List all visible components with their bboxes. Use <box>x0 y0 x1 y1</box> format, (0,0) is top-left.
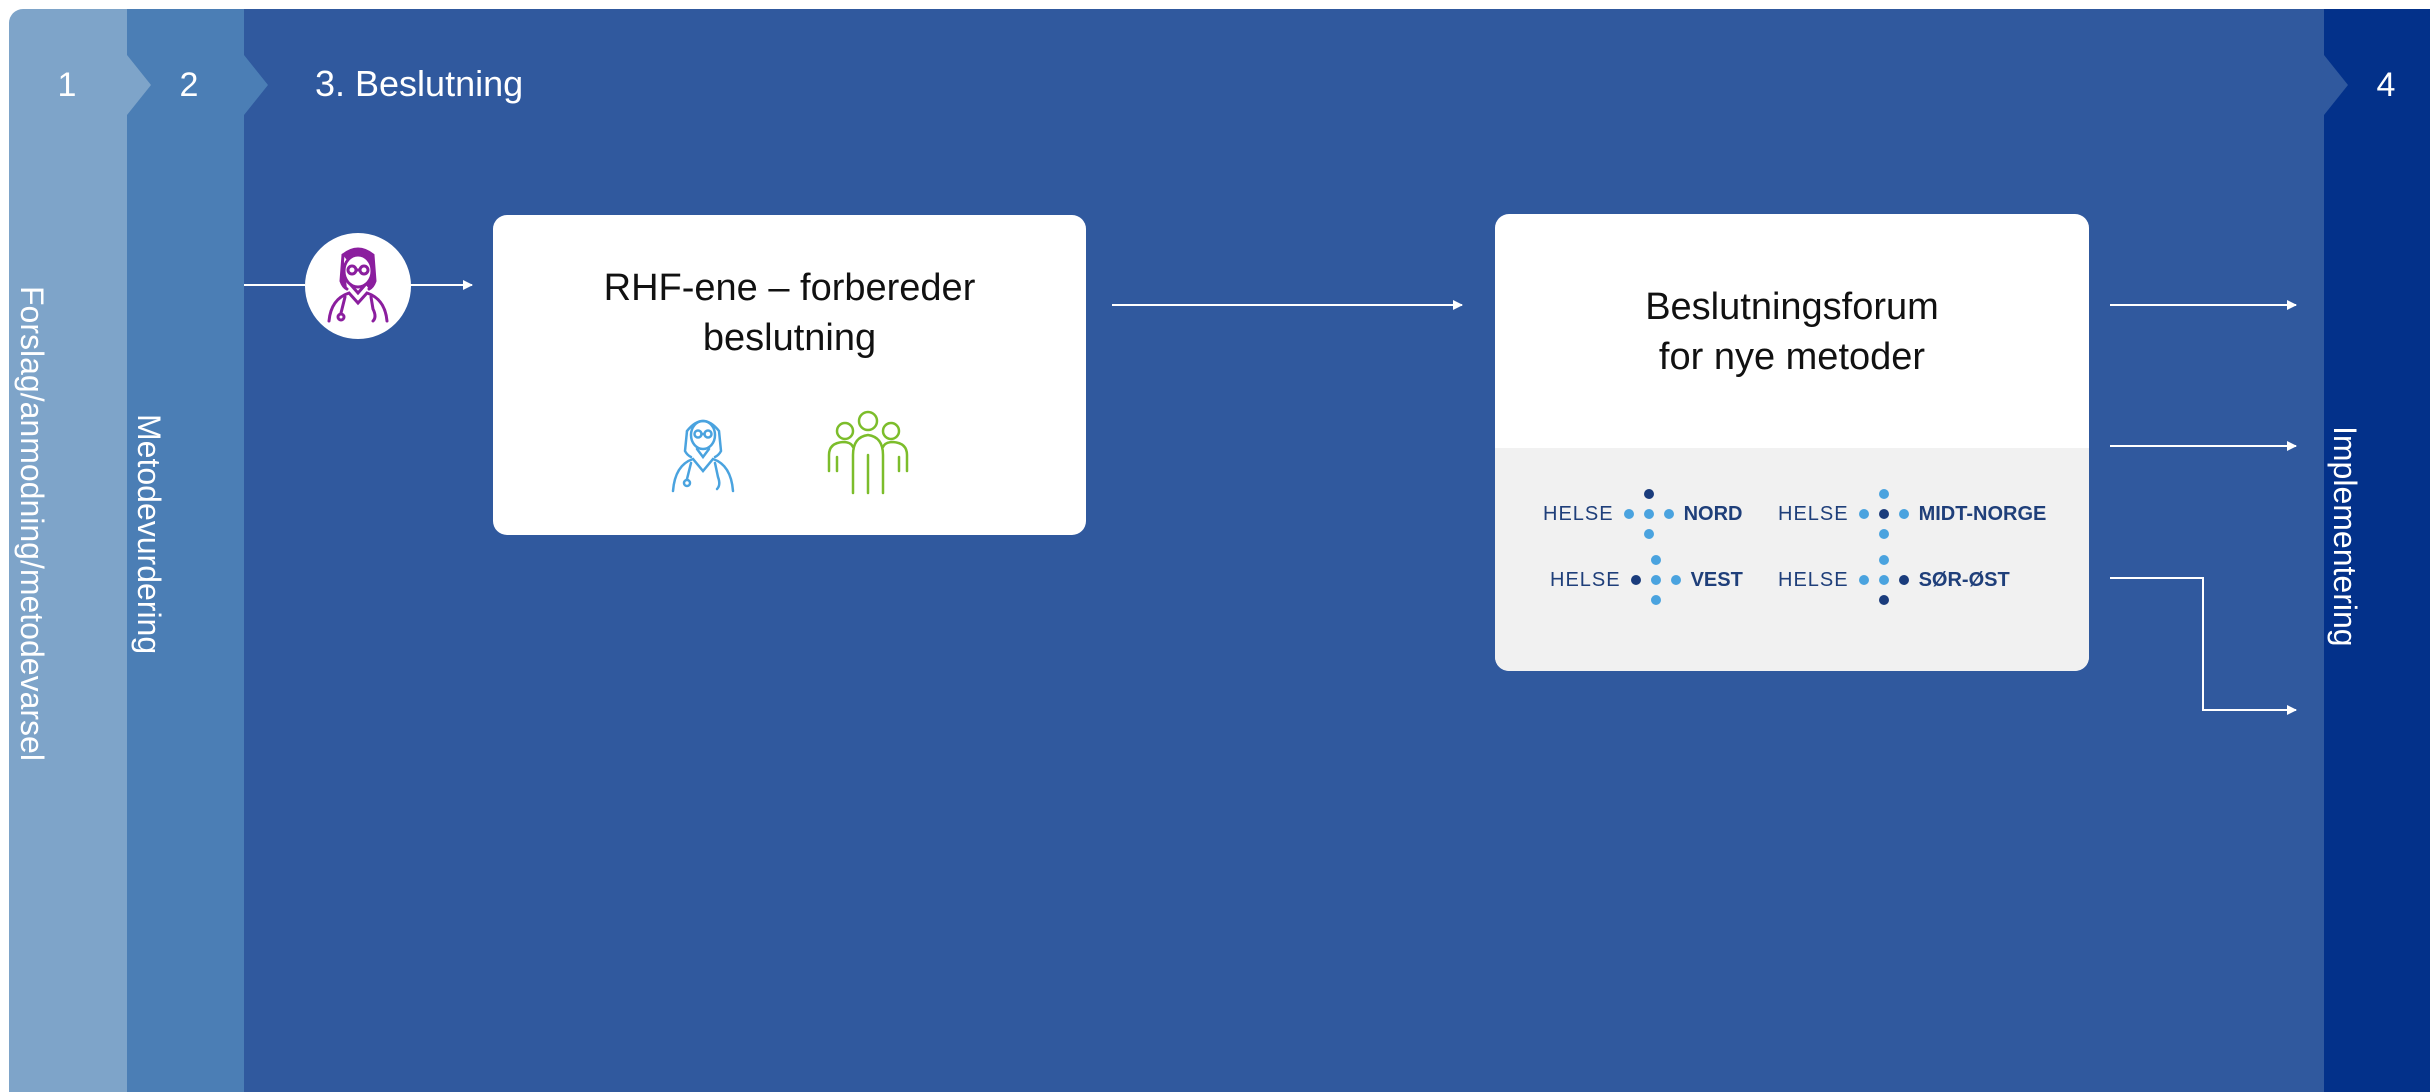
step-1-column <box>9 9 127 1092</box>
step-2-column <box>127 9 244 1092</box>
forum-card-title-line1: Beslutningsforum <box>1645 286 1939 328</box>
logo-prefix: HELSE <box>1778 502 1849 525</box>
logo-region: NORD <box>1683 502 1743 525</box>
group-icon <box>827 410 909 495</box>
rhf-card-title-line2: beslutning <box>702 317 877 359</box>
chevron-step-2 <box>244 55 268 115</box>
logo-region: MIDT-NORGE <box>1918 502 2047 525</box>
logo-helse-nord: HELSE NORD <box>1543 484 1742 544</box>
logo-prefix: HELSE <box>1550 568 1621 591</box>
logo-prefix: HELSE <box>1543 502 1614 525</box>
helse-cross-icon <box>1623 489 1674 539</box>
logo-helse-sor-ost: HELSE SØR-ØST <box>1778 550 2010 610</box>
helse-cross-icon <box>1858 555 1909 605</box>
rhf-card: RHF-ene – forbereder beslutning <box>493 215 1086 535</box>
doctor-icon <box>671 419 735 493</box>
step-4-number: 4 <box>2376 66 2396 104</box>
helse-cross-icon <box>1630 555 1681 605</box>
logo-region: SØR-ØST <box>1918 568 2010 591</box>
step-3-title: 3. Beslutning <box>315 63 524 104</box>
logo-region: VEST <box>1690 568 1743 591</box>
step-1-number: 1 <box>57 66 77 104</box>
helse-cross-icon <box>1858 489 1909 539</box>
chevron-step-3 <box>2324 55 2348 115</box>
forum-card: Beslutningsforum for nye metoder HELSE N… <box>1495 214 2089 671</box>
logo-helse-midt-norge: HELSE MIDT-NORGE <box>1778 484 2046 544</box>
forum-card-title-line2: for nye metoder <box>1658 336 1926 378</box>
arrow-forum-out-3 <box>2110 577 2297 715</box>
step-2-number: 2 <box>179 66 199 104</box>
forum-card-footer: HELSE NORD HELSE <box>1495 448 2089 671</box>
doctor-avatar-icon <box>305 233 411 339</box>
logo-helse-vest: HELSE VEST <box>1550 550 1743 610</box>
logo-prefix: HELSE <box>1778 568 1849 591</box>
chevron-step-1 <box>127 55 151 115</box>
rhf-card-title-line1: RHF-ene – forbereder <box>603 267 976 309</box>
step-4-column <box>2324 9 2430 1092</box>
